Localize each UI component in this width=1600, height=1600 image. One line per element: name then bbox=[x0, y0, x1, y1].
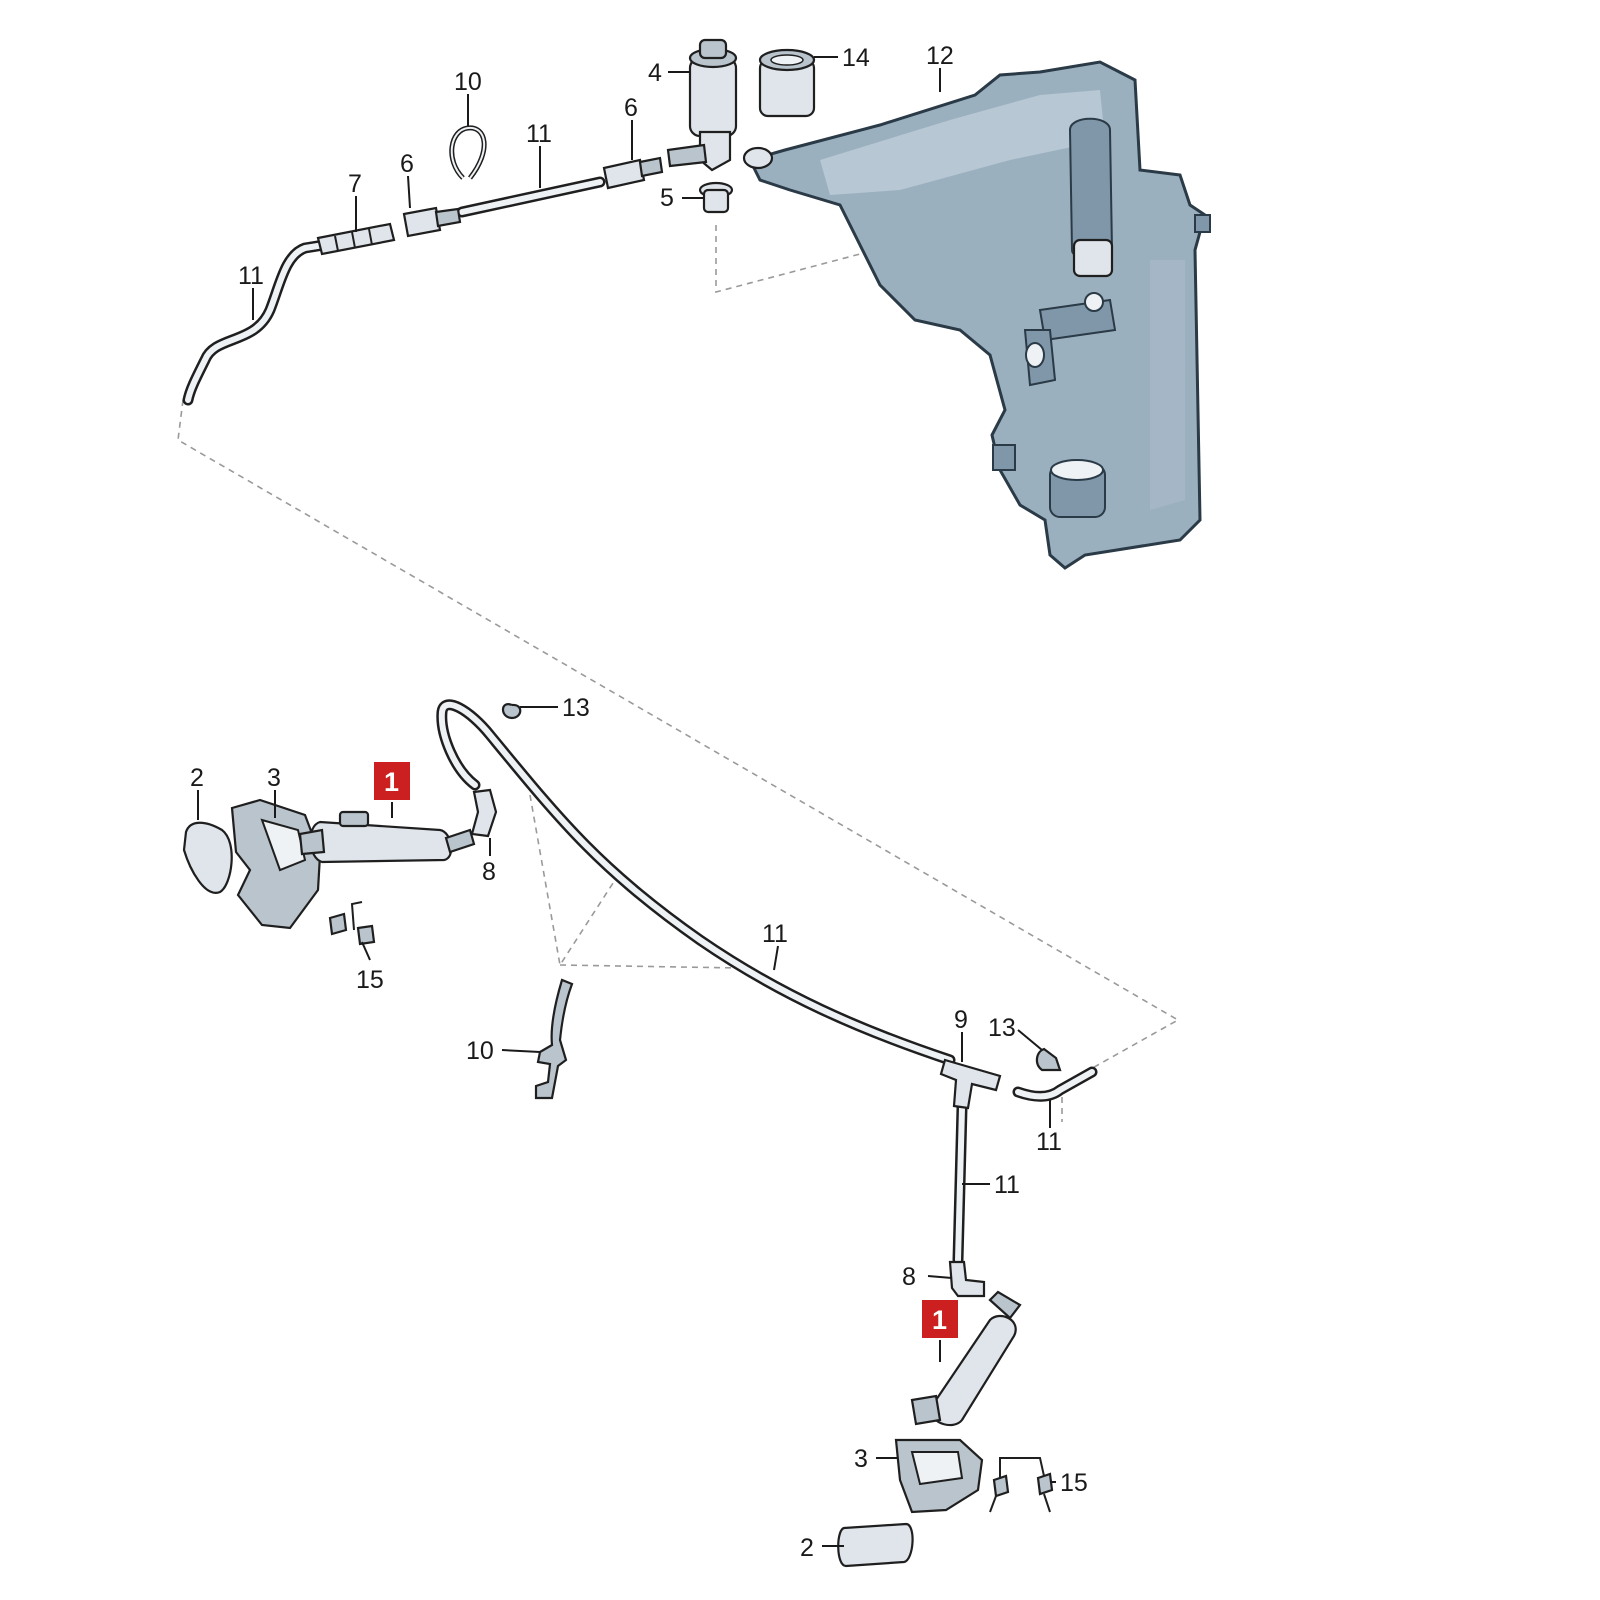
spring-clips-right bbox=[989, 1457, 1054, 1513]
hose-clip-13-upper bbox=[501, 703, 522, 720]
lower-hose-run bbox=[436, 699, 1098, 1266]
callout-8-upper: 8 bbox=[482, 858, 496, 886]
grommet bbox=[698, 181, 734, 214]
hose-clip-upper bbox=[449, 125, 487, 180]
washer-nozzle-cylinder-left bbox=[298, 810, 476, 864]
elbow-connector-upper bbox=[470, 788, 498, 838]
callout-15-left: 15 bbox=[356, 966, 384, 994]
nozzle-bracket-right bbox=[894, 1438, 984, 1514]
hose-connector-left bbox=[402, 206, 462, 238]
callout-11-upper-right: 11 bbox=[526, 120, 552, 148]
callout-10-upper: 10 bbox=[454, 68, 482, 96]
callout-4: 4 bbox=[648, 59, 662, 87]
spring-clips-left bbox=[328, 901, 376, 946]
callout-11-lower-right: 11 bbox=[1036, 1128, 1062, 1156]
callout-8-lower: 8 bbox=[902, 1263, 916, 1291]
callout-13-upper: 13 bbox=[562, 694, 590, 722]
highlight-badge-right bbox=[922, 1300, 958, 1338]
washer-fluid-reservoir bbox=[742, 60, 1211, 570]
callout-5: 5 bbox=[660, 184, 674, 212]
highlight-badge-left bbox=[374, 762, 410, 800]
nozzle-bracket-left bbox=[230, 798, 322, 930]
callout-14: 14 bbox=[842, 44, 870, 72]
callout-2-right: 2 bbox=[800, 1534, 814, 1562]
hose-clip-lower bbox=[534, 978, 574, 1100]
hose-connector-right bbox=[602, 156, 664, 190]
callout-12: 12 bbox=[926, 42, 954, 70]
callout-6-left: 6 bbox=[400, 150, 414, 178]
callout-3-left: 3 bbox=[267, 764, 281, 792]
callout-3-right: 3 bbox=[854, 1445, 868, 1473]
callout-11-lower-middle: 11 bbox=[762, 920, 788, 948]
callout-11-upper-left: 11 bbox=[238, 262, 264, 290]
callout-1-left: 1 bbox=[384, 767, 399, 797]
hose-clip-13-lower bbox=[1035, 1047, 1062, 1072]
washer-nozzle-cap-right bbox=[837, 1522, 914, 1568]
dashed-guide-lines bbox=[177, 225, 1180, 1122]
callout-7: 7 bbox=[348, 170, 362, 198]
callout-6-right: 6 bbox=[624, 94, 638, 122]
upper-hose-run bbox=[182, 144, 718, 406]
callout-2-left: 2 bbox=[190, 764, 204, 792]
callout-1-right: 1 bbox=[932, 1305, 947, 1335]
elbow-connector-lower bbox=[948, 1260, 986, 1298]
washer-nozzle-cap-left bbox=[182, 821, 233, 894]
callout-13-lower: 13 bbox=[988, 1014, 1016, 1042]
callout-labels: 4 14 12 10 11 6 6 7 11 5 13 2 3 1 8 15 1… bbox=[190, 42, 1088, 1562]
callout-9: 9 bbox=[954, 1006, 968, 1034]
pump-seal bbox=[758, 48, 816, 118]
t-piece-connector bbox=[939, 1058, 1002, 1110]
washer-pump bbox=[666, 38, 738, 172]
washer-nozzle-cylinder-right bbox=[910, 1290, 1022, 1427]
callout-15-right: 15 bbox=[1060, 1469, 1088, 1497]
leader-lines bbox=[197, 56, 1056, 1547]
ribbed-connector bbox=[316, 222, 396, 256]
callout-11-lower-vertical: 11 bbox=[994, 1171, 1020, 1199]
callout-10-lower: 10 bbox=[466, 1037, 494, 1065]
